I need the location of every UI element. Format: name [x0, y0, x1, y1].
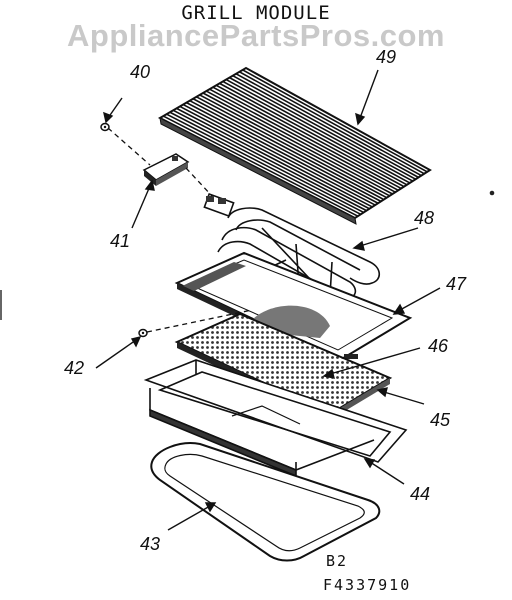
screw-42	[138, 328, 148, 338]
grate-bar	[182, 103, 376, 206]
watermark: AppliancePartsPros.com	[67, 18, 445, 53]
screw-40	[100, 122, 110, 132]
callout-42: 42	[64, 358, 85, 378]
grate-bar	[219, 82, 408, 186]
grate-bar	[205, 90, 396, 193]
callout-46: 46	[428, 336, 449, 356]
grate-bar	[222, 80, 411, 184]
grate-bar	[169, 111, 365, 214]
callout-43: 43	[140, 534, 161, 554]
page-reference: B2	[326, 552, 349, 570]
drip-tray	[143, 359, 408, 478]
grate-bar	[186, 101, 379, 204]
grate-bar	[196, 96, 388, 199]
callout-41: 41	[110, 231, 131, 251]
grate-bar	[212, 86, 402, 190]
grate-bar	[189, 99, 382, 203]
callout-49: 49	[376, 47, 397, 67]
grate-bar	[215, 84, 405, 188]
assembly-lines	[107, 127, 253, 333]
callout-44: 44	[410, 484, 431, 504]
grill-pan	[150, 442, 381, 562]
grate-bar	[209, 88, 399, 192]
grate-bar	[238, 71, 425, 175]
grate-bar	[192, 98, 385, 201]
grate-bar	[166, 113, 362, 216]
grate-bar	[176, 107, 370, 210]
grate-bar	[225, 78, 414, 182]
grill-grate	[157, 66, 432, 225]
callout-40: 40	[130, 62, 151, 82]
grate-bar	[202, 92, 393, 195]
callout-47: 47	[446, 274, 467, 294]
grate-bar	[162, 115, 359, 217]
scan-marks	[0, 190, 495, 320]
switch-block	[142, 153, 190, 186]
grate-bar	[179, 105, 373, 208]
grate-bar	[242, 69, 428, 173]
grate-bar	[232, 74, 419, 179]
grate-bar	[172, 109, 367, 212]
leader-lines	[95, 69, 441, 531]
grate-bar	[229, 76, 416, 180]
grate-bar	[235, 73, 422, 177]
drawing-number: F4337910	[323, 576, 412, 594]
callout-48: 48	[414, 208, 435, 228]
grate-bar	[199, 94, 390, 197]
diagram-title: GRILL MODULE	[181, 2, 331, 24]
callout-45: 45	[430, 410, 451, 430]
